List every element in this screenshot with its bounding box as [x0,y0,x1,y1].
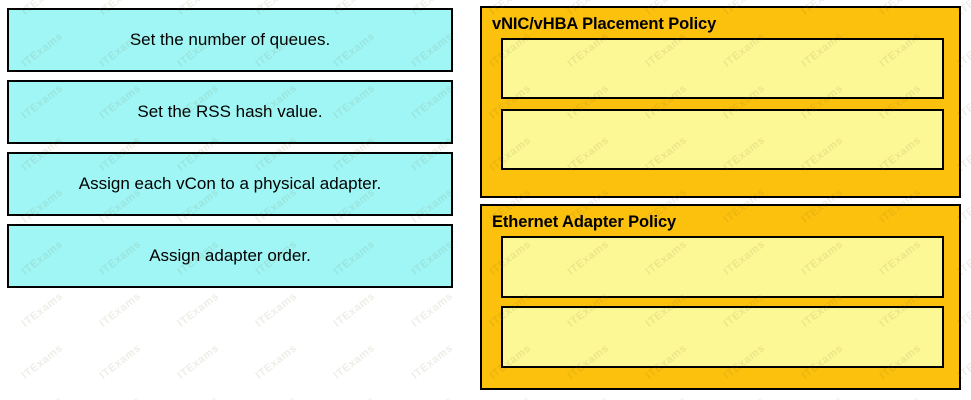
drag-tile-4[interactable]: Assign adapter order. [7,224,453,288]
watermark-text: ITExams [409,290,456,330]
drop-target-title: Ethernet Adapter Policy [492,213,677,231]
watermark-text: ITExams [877,394,923,400]
watermark-text: ITExams [19,342,66,382]
drag-tile-label: Set the number of queues. [129,29,331,49]
watermark-text: ITExams [175,342,222,382]
watermark-text: ITExams [331,342,378,382]
watermark-text: ITExams [253,290,300,330]
watermark-text: ITExams [409,342,456,382]
drop-slot-1[interactable] [501,236,944,299]
watermark-text: ITExams [253,394,299,400]
drop-slot-1[interactable] [501,38,944,100]
watermark-text: ITExams [19,290,66,330]
watermark-text: ITExams [409,394,455,400]
drop-target-title: vNIC/vHBA Placement Policy [492,15,717,33]
drop-target-panel-ethernet-adapter-policy[interactable]: Ethernet Adapter Policy [480,204,961,390]
watermark-text: ITExams [799,394,845,400]
watermark-text: ITExams [97,342,144,382]
watermark-text: ITExams [331,394,377,400]
drag-tile-3[interactable]: Assign each vCon to a physical adapter. [7,152,453,216]
drag-tile-1[interactable]: Set the number of queues. [7,8,453,72]
drop-target-list: vNIC/vHBA Placement Policy Ethernet Adap… [480,6,961,390]
watermark-text: ITExams [955,394,971,400]
watermark-text: ITExams [97,290,144,330]
drag-tile-2[interactable]: Set the RSS hash value. [7,80,453,144]
drop-slot-2[interactable] [501,306,944,369]
watermark-text: ITExams [721,394,767,400]
drag-tile-label: Assign each vCon to a physical adapter. [78,173,382,193]
watermark-text: ITExams [97,394,143,400]
watermark-text: ITExams [253,342,300,382]
drop-slot-2[interactable] [501,109,944,171]
watermark-text: ITExams [331,290,378,330]
watermark-text: ITExams [565,394,611,400]
drag-tile-label: Assign adapter order. [149,245,311,265]
drag-tile-label: Set the RSS hash value. [137,101,323,121]
drop-target-panel-placement-policy[interactable]: vNIC/vHBA Placement Policy [480,6,961,198]
watermark-text: ITExams [487,394,533,400]
watermark-text: ITExams [19,394,65,400]
drag-source-list: Set the number of queues. Set the RSS ha… [7,8,453,296]
watermark-text: ITExams [175,394,221,400]
watermark-text: ITExams [175,290,222,330]
watermark-text: ITExams [643,394,689,400]
